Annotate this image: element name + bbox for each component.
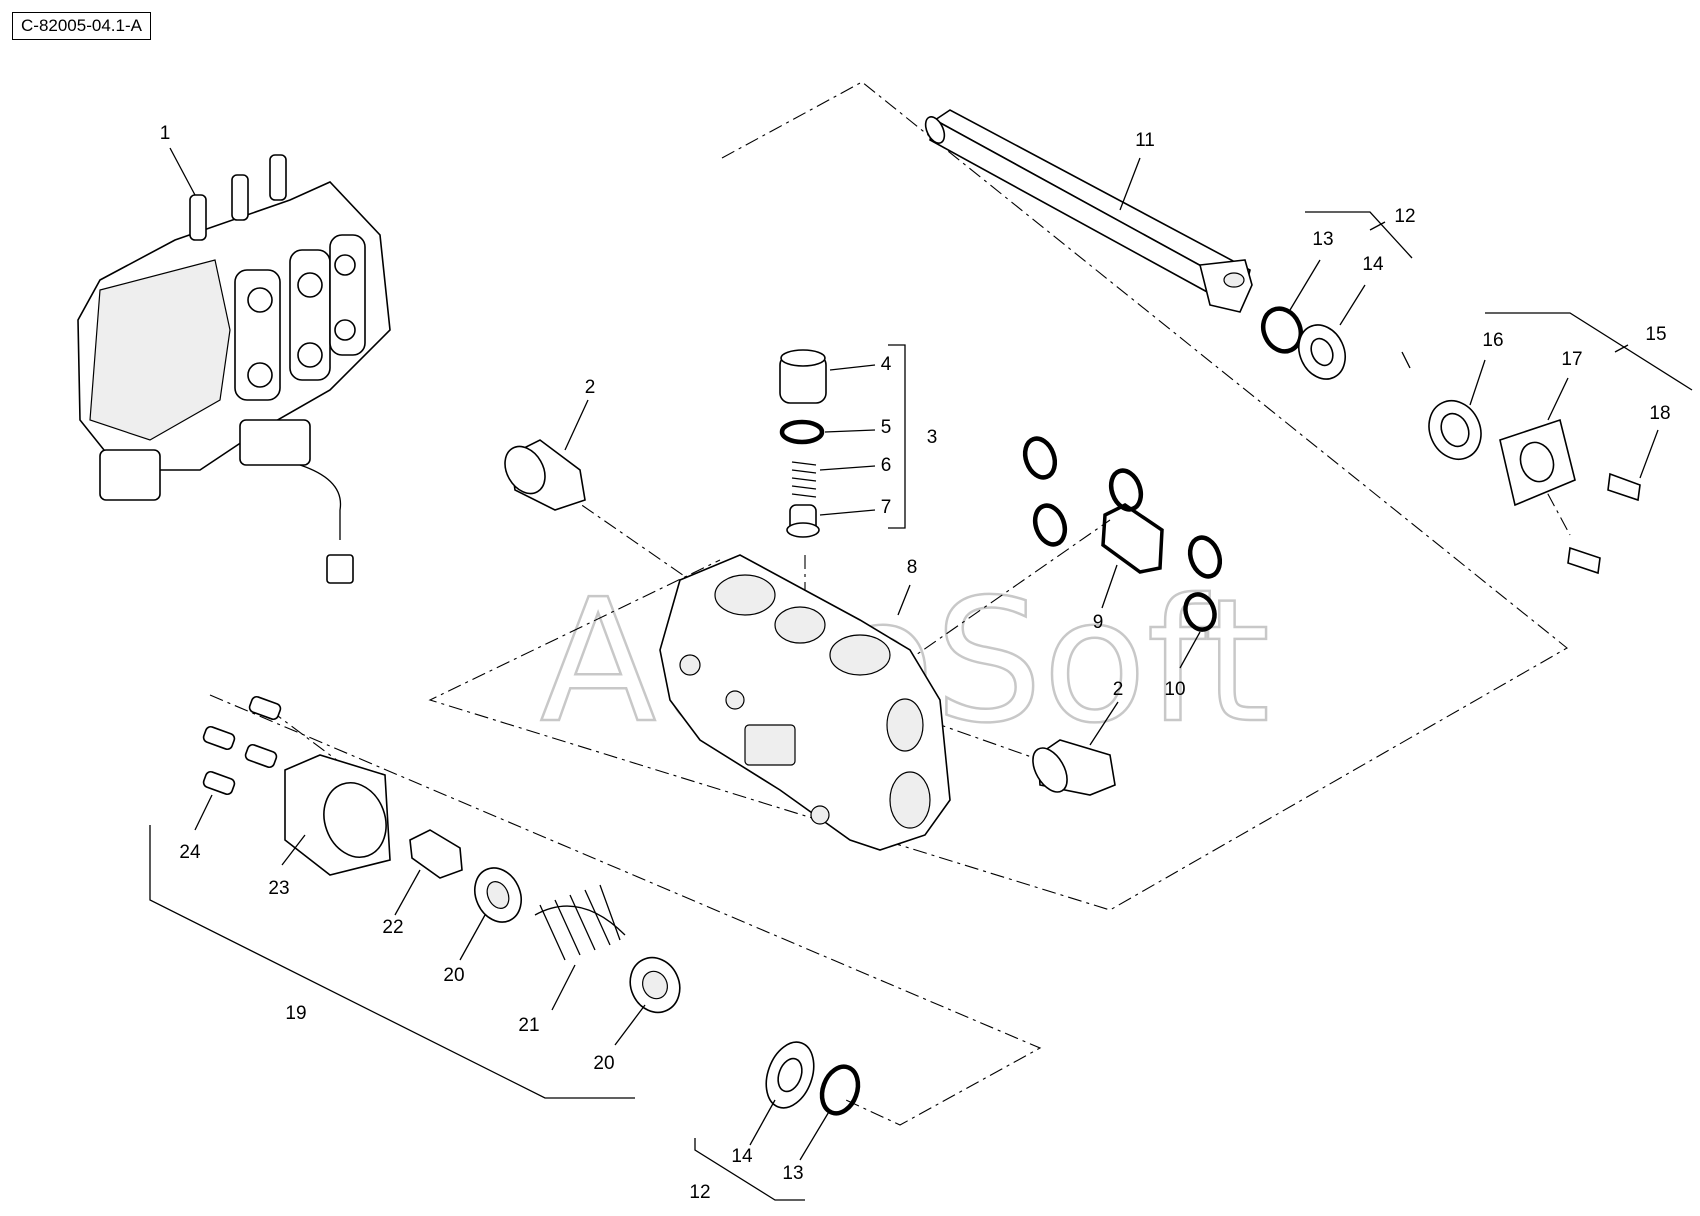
group-bracket [888, 344, 906, 529]
callout-18: 18 [1649, 403, 1670, 424]
seal-bushing [1428, 400, 1482, 460]
callout-23: 23 [268, 878, 289, 899]
seal-gasket [1101, 502, 1164, 574]
cap-screw [1607, 472, 1641, 502]
callout-6: 6 [881, 455, 892, 476]
callout-20: 20 [443, 965, 464, 986]
valve-section-body [659, 554, 951, 851]
spring-retainer [629, 956, 681, 1014]
callout-21: 21 [518, 1015, 539, 1036]
callout-numbers: 1 2 3 4 5 6 7 8 9 10 11 12 13 14 15 16 1… [160, 123, 1671, 1203]
callout-5: 5 [881, 417, 892, 438]
o-ring [779, 419, 825, 445]
group-bracket [1485, 312, 1693, 391]
callout-22: 22 [382, 917, 403, 938]
callout-2: 2 [585, 377, 596, 398]
cap-screw [202, 770, 236, 796]
callout-17: 17 [1561, 349, 1582, 370]
group-bracket [694, 1138, 805, 1201]
callout-12: 12 [1394, 206, 1415, 227]
centering-spring [534, 884, 626, 961]
o-ring [1022, 436, 1058, 480]
valve-block-assembly [77, 154, 391, 584]
axis-line [931, 721, 1041, 761]
callout-24: 24 [179, 842, 201, 863]
spool-end-stud [409, 829, 463, 879]
callout-1: 1 [160, 123, 171, 144]
spring [791, 461, 817, 498]
callout-19: 19 [285, 1003, 306, 1024]
assembly-envelope-upper [428, 81, 1568, 911]
cap-screw [248, 695, 282, 721]
callout-12: 12 [689, 1182, 710, 1203]
callout-7: 7 [881, 497, 892, 518]
cap-screw [244, 743, 278, 769]
group-bracket [1305, 211, 1413, 259]
callout-14: 14 [1362, 254, 1384, 275]
callout-13: 13 [782, 1163, 803, 1184]
washer [765, 1041, 815, 1109]
leader-lines [169, 147, 1659, 1161]
callout-14: 14 [731, 1146, 753, 1167]
plug-lower [1032, 739, 1116, 796]
callout-16: 16 [1482, 330, 1503, 351]
axis-line [879, 519, 1111, 681]
callout-4: 4 [881, 354, 892, 375]
callout-11: 11 [1135, 130, 1155, 151]
o-ring [1260, 306, 1304, 354]
o-ring [1183, 592, 1217, 632]
callout-2: 2 [1113, 679, 1124, 700]
washer [1298, 324, 1346, 380]
o-ring [1032, 503, 1068, 547]
check-valve-plug [779, 349, 827, 404]
spool [924, 109, 1253, 313]
plug-upper [504, 439, 586, 511]
flange-plate [1499, 418, 1576, 507]
spring-cap [284, 754, 391, 876]
cap-screw [1567, 546, 1601, 575]
spring-retainer [474, 867, 522, 923]
cap-screw [202, 725, 236, 751]
callout-10: 10 [1164, 679, 1185, 700]
o-ring [1187, 535, 1223, 579]
callout-15: 15 [1645, 324, 1666, 345]
drawing-reference-label: C-82005-04.1-A [12, 12, 151, 40]
group-bracket [149, 825, 635, 1099]
poppet [786, 504, 820, 538]
callout-3: 3 [927, 427, 938, 448]
o-ring [819, 1064, 861, 1116]
callout-20: 20 [593, 1053, 614, 1074]
assembly-envelope-lower [209, 694, 1042, 1126]
callout-8: 8 [907, 557, 918, 578]
callout-13: 13 [1312, 229, 1333, 250]
callout-9: 9 [1093, 612, 1104, 633]
